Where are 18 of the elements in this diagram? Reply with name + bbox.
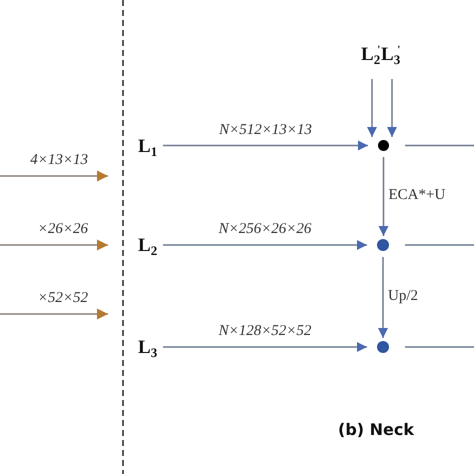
edge-label: Up/2 bbox=[388, 288, 418, 304]
caption: (b) Neck bbox=[338, 420, 414, 439]
arrow bbox=[163, 342, 367, 352]
arrow bbox=[163, 140, 368, 150]
layer-label: L$_{2}$ bbox=[138, 236, 158, 257]
junction-dot bbox=[377, 341, 389, 353]
layer-label: L$_{1}$ bbox=[138, 137, 158, 158]
edge-label: N×512×13×13 bbox=[218, 122, 313, 138]
arrow bbox=[387, 79, 397, 137]
edge-label: N×256×26×26 bbox=[218, 221, 312, 238]
arrow bbox=[378, 157, 388, 236]
junction-dot bbox=[378, 140, 389, 151]
arrow bbox=[378, 257, 388, 338]
arrow bbox=[367, 79, 377, 137]
junction-dot bbox=[377, 239, 389, 251]
layer-label: L$_{3}$ bbox=[138, 338, 158, 359]
edge-label: N×128×52×52 bbox=[218, 323, 312, 340]
arrow bbox=[163, 240, 367, 250]
